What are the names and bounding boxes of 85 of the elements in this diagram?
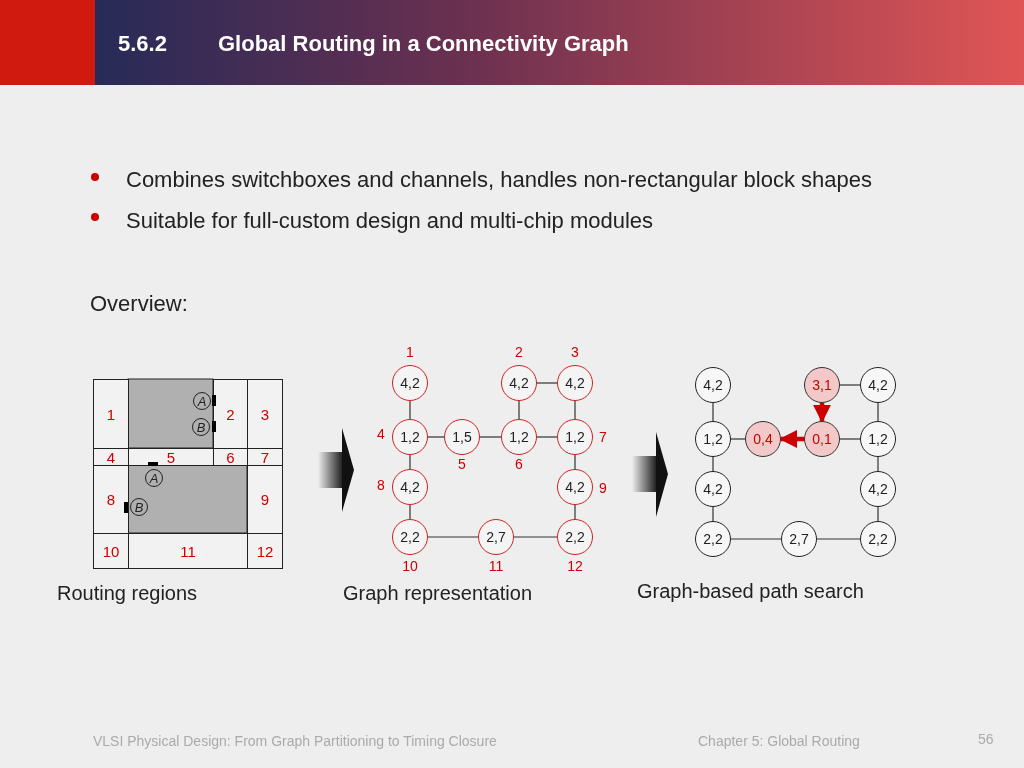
connector-line [409,400,411,420]
graph-node: 1,2 [557,419,593,455]
connector-line [816,538,861,540]
graph-node: 4,2 [392,469,428,505]
graph-node: 4,2 [392,365,428,401]
connector-line [409,504,411,520]
graph-node: 1,2 [695,421,731,457]
connector-line [518,400,520,420]
region-cell: 2 [213,379,248,449]
region-number: 8 [369,477,393,493]
connector-line [712,456,714,472]
graph-node: 3,1 [804,367,840,403]
region-number: 11 [484,558,508,574]
graph-node: 2,7 [781,521,817,557]
connector-line [730,438,746,440]
section-number: 5.6.2 [118,31,167,57]
region-cell: 8 [93,465,129,534]
panel-caption: Graph representation [343,582,532,605]
arrow [813,403,831,423]
arrow [779,430,804,448]
region-number: 2 [507,344,531,360]
connector-line [536,382,558,384]
connector-line [427,536,479,538]
region-number: 1 [398,344,422,360]
connector-line [730,538,782,540]
connector-line [877,402,879,422]
region-number: 5 [450,456,474,472]
graph-node: 0,4 [745,421,781,457]
slide-title: Global Routing in a Connectivity Graph [218,31,629,57]
connector-line [839,438,861,440]
region-number: 3 [563,344,587,360]
graph-node: 1,2 [501,419,537,455]
graph-node: 2,7 [478,519,514,555]
region-number: 9 [591,480,615,496]
graph-node: 4,2 [557,365,593,401]
region-number: 7 [591,429,615,445]
graph-node: 2,2 [695,521,731,557]
connector-line [712,402,714,422]
graph-node: 1,2 [392,419,428,455]
page-number: 56 [978,731,994,747]
region-cell: 12 [247,533,283,569]
connector-line [712,506,714,522]
graph-node: 1,2 [860,421,896,457]
heading-text: Overview: [90,291,188,317]
graph-node: 0,1 [804,421,840,457]
graph-node: 4,2 [557,469,593,505]
region-cell: 11 [128,533,248,569]
graph-node: 4,2 [501,365,537,401]
region-number: 10 [398,558,422,574]
region-number: 4 [369,426,393,442]
graph-node: 1,5 [444,419,480,455]
graph-node: 4,2 [695,471,731,507]
connector-line [574,400,576,420]
region-cell: 4 [93,448,129,466]
region-number: 12 [563,558,587,574]
graph-node: 4,2 [695,367,731,403]
footer-text: VLSI Physical Design: From Graph Partitioning to Timing Closure [93,733,497,749]
connector-line [479,436,502,438]
graph-node: 4,2 [860,367,896,403]
connector-line [839,384,861,386]
region-cell: 9 [247,465,283,534]
region-cell: 6 [213,448,248,466]
graph-node: 4,2 [860,471,896,507]
connector-line [877,506,879,522]
bullet-text: Combines switchboxes and channels, handles non-rectangular block shapes [126,167,872,193]
connector-line [574,454,576,470]
panel-caption: Graph-based path search [637,580,864,603]
connector-line [877,456,879,472]
graph-node: 2,2 [557,519,593,555]
graph-node: 2,2 [860,521,896,557]
footer-text: Chapter 5: Global Routing [698,733,860,749]
region-number: 6 [507,456,531,472]
panel-caption: Routing regions [57,582,198,605]
connector-line [536,436,558,438]
region-cell: 5 [128,448,214,466]
bullet-text: Suitable for full-custom design and multi-chip modules [126,208,654,234]
region-cell: 7 [247,448,283,466]
connector-line [513,536,558,538]
region-cell: 1 [93,379,129,449]
connector-line [409,454,411,470]
region-cell: 10 [93,533,129,569]
region-cell: 3 [247,379,283,449]
connector-line [427,436,445,438]
connector-line [574,504,576,520]
graph-node: 2,2 [392,519,428,555]
